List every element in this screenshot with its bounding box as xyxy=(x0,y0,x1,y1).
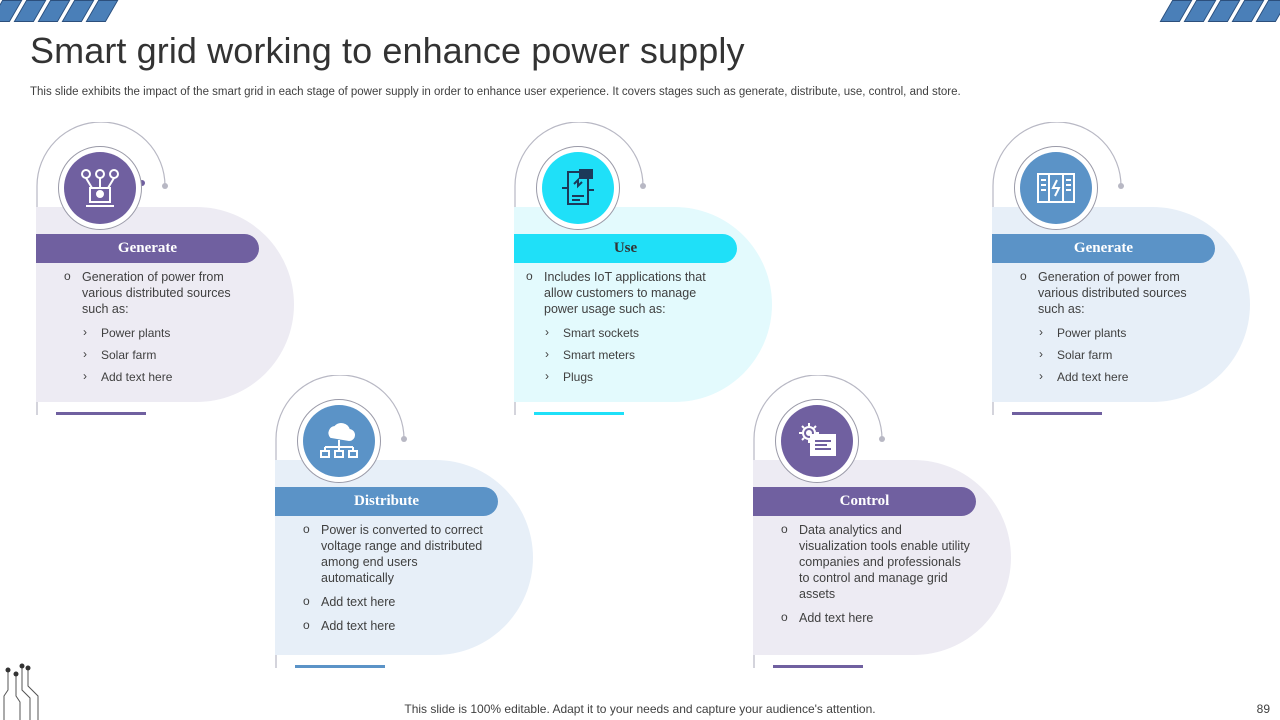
page-title: Smart grid working to enhance power supp… xyxy=(30,30,745,71)
icon-ring xyxy=(58,146,142,230)
bullet-item: Add text here xyxy=(303,593,493,610)
power-source-icon xyxy=(64,152,136,224)
stage-body: Power is converted to correct voltage ra… xyxy=(303,521,493,642)
stage-label: Generate xyxy=(36,234,259,263)
bullet-item: Generation of power from various distrib… xyxy=(1020,268,1210,317)
sub-item: Power plants xyxy=(64,324,254,341)
bullet-item: Includes IoT applications that allow cus… xyxy=(526,268,716,317)
bullet-item: Generation of power from various distrib… xyxy=(64,268,254,317)
bullet-item: Power is converted to correct voltage ra… xyxy=(303,521,493,586)
stage-card-generate-2: Generate Generation of power from variou… xyxy=(992,122,1254,422)
sub-item: Power plants xyxy=(1020,324,1210,341)
footer-note: This slide is 100% editable. Adapt it to… xyxy=(404,702,876,716)
gear-dashboard-icon xyxy=(781,405,853,477)
icon-ring xyxy=(775,399,859,483)
card-baseline xyxy=(534,412,624,415)
bullet-item: Add text here xyxy=(303,617,493,634)
bullet-item: Add text here xyxy=(781,609,971,626)
decorative-stripes-right xyxy=(1159,0,1280,22)
stage-label: Generate xyxy=(992,234,1215,263)
sub-item: Smart sockets xyxy=(526,324,716,341)
stage-body: Generation of power from various distrib… xyxy=(64,268,254,391)
page-subtitle: This slide exhibits the impact of the sm… xyxy=(30,86,961,98)
arc-decoration xyxy=(514,122,646,415)
stage-card-use: Use Includes IoT applications that allow… xyxy=(514,122,776,422)
stage-label: Distribute xyxy=(275,487,498,516)
decorative-stripes-left xyxy=(0,0,119,22)
circuit-decoration-icon xyxy=(3,663,39,720)
card-baseline xyxy=(1012,412,1102,415)
arc-decoration xyxy=(753,375,885,668)
stage-body: Data analytics and visualization tools e… xyxy=(781,521,971,634)
stage-card-generate: Generate Generation of power from variou… xyxy=(36,122,298,422)
icon-ring xyxy=(536,146,620,230)
sub-item: Solar farm xyxy=(64,346,254,363)
stage-card-control: Control Data analytics and visualization… xyxy=(753,375,1015,675)
stage-card-distribute: Distribute Power is converted to correct… xyxy=(275,375,537,675)
card-baseline xyxy=(56,412,146,415)
arc-decoration xyxy=(992,122,1124,415)
stage-label: Use xyxy=(514,234,737,263)
page-number: 89 xyxy=(1256,702,1270,716)
card-baseline xyxy=(295,665,385,668)
stage-body: Generation of power from various distrib… xyxy=(1020,268,1210,391)
icon-ring xyxy=(297,399,381,483)
power-panel-icon xyxy=(1020,152,1092,224)
stage-body: Includes IoT applications that allow cus… xyxy=(526,268,716,391)
sub-item: Add text here xyxy=(1020,368,1210,385)
sub-item: Solar farm xyxy=(1020,346,1210,363)
icon-ring xyxy=(1014,146,1098,230)
sub-item: Add text here xyxy=(64,368,254,385)
stage-label: Control xyxy=(753,487,976,516)
sub-item: Plugs xyxy=(526,368,716,385)
sub-item: Smart meters xyxy=(526,346,716,363)
card-baseline xyxy=(773,665,863,668)
smart-device-icon xyxy=(542,152,614,224)
bullet-item: Data analytics and visualization tools e… xyxy=(781,521,971,602)
cloud-network-icon xyxy=(303,405,375,477)
arc-decoration xyxy=(275,375,407,668)
